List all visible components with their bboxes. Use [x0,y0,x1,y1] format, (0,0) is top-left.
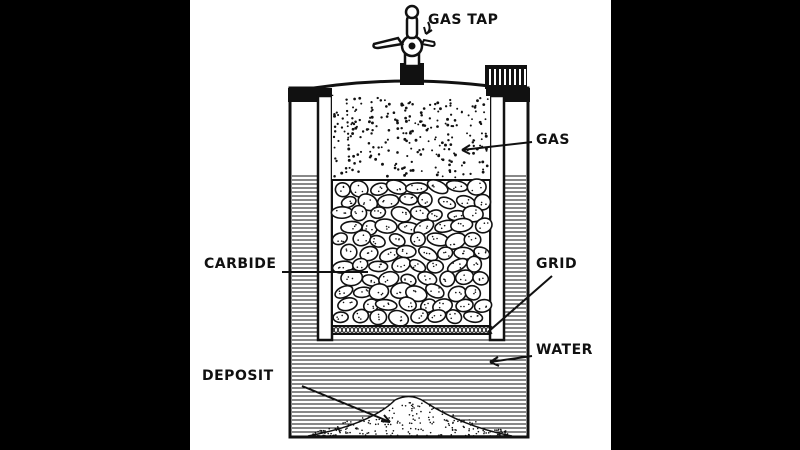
filler-cap-icon [485,65,527,89]
label-water: WATER [536,342,593,358]
grid-crosshatch [331,325,493,335]
label-gas: GAS [536,132,570,148]
leader-deposit [301,385,391,423]
carbide-lumps [330,178,493,327]
label-carbide: CARBIDE [204,256,277,272]
label-gas-tap: GAS TAP [428,12,499,28]
deposit-stipple [312,401,509,437]
gas-region [332,96,490,180]
gas-tap-icon [372,4,436,85]
leader-water [489,355,533,367]
leader-gas-tap [423,21,433,35]
label-grid: GRID [536,256,578,272]
bell-left-wall [316,94,334,342]
label-deposit: DEPOSIT [202,368,274,384]
diagram-canvas: GAS TAP GAS CARBIDE GRID WATER DEPOSIT [190,0,611,450]
deposit-pile [307,395,513,437]
acetylene-generator-diagram [282,4,553,439]
leader-gas [461,141,533,155]
leader-grid [487,275,553,333]
